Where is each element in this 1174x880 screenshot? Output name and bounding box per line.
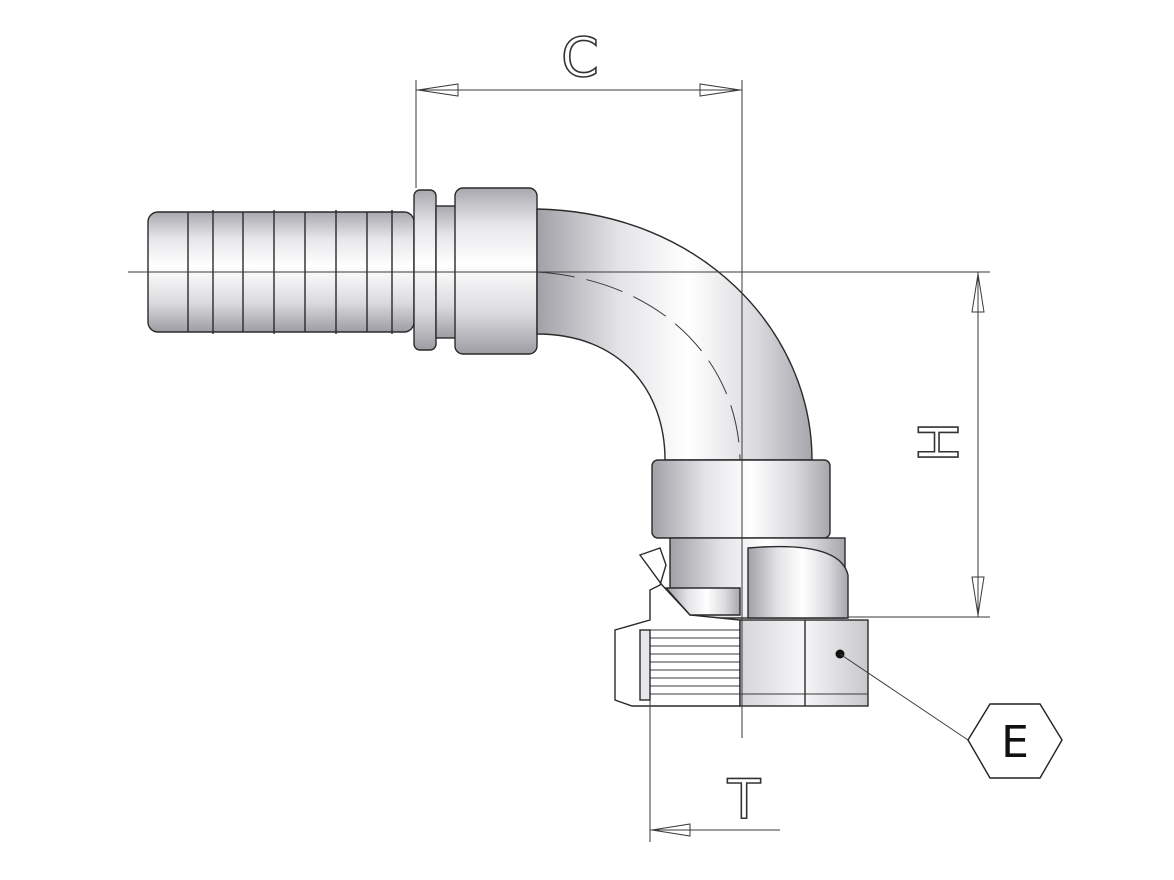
- hex-nut: [739, 619, 869, 707]
- swivel-nut-section: [614, 547, 741, 707]
- dimension-h-label: H: [908, 422, 971, 463]
- dimension-h: [848, 272, 990, 618]
- callout-e: [835, 649, 1063, 779]
- dimension-t-label: T: [727, 768, 762, 831]
- dimension-c: [415, 80, 743, 738]
- dimension-c-label: C: [561, 26, 599, 89]
- collar-ring: [413, 189, 437, 351]
- elbow-tube: [536, 208, 813, 461]
- hexagon-callout-icon: [967, 703, 1063, 779]
- callout-e-label: E: [1001, 717, 1029, 768]
- dimension-t: [649, 700, 780, 842]
- thread-lines: [648, 629, 740, 695]
- ferrule-sleeve: [454, 187, 538, 355]
- lower-ring: [651, 459, 831, 539]
